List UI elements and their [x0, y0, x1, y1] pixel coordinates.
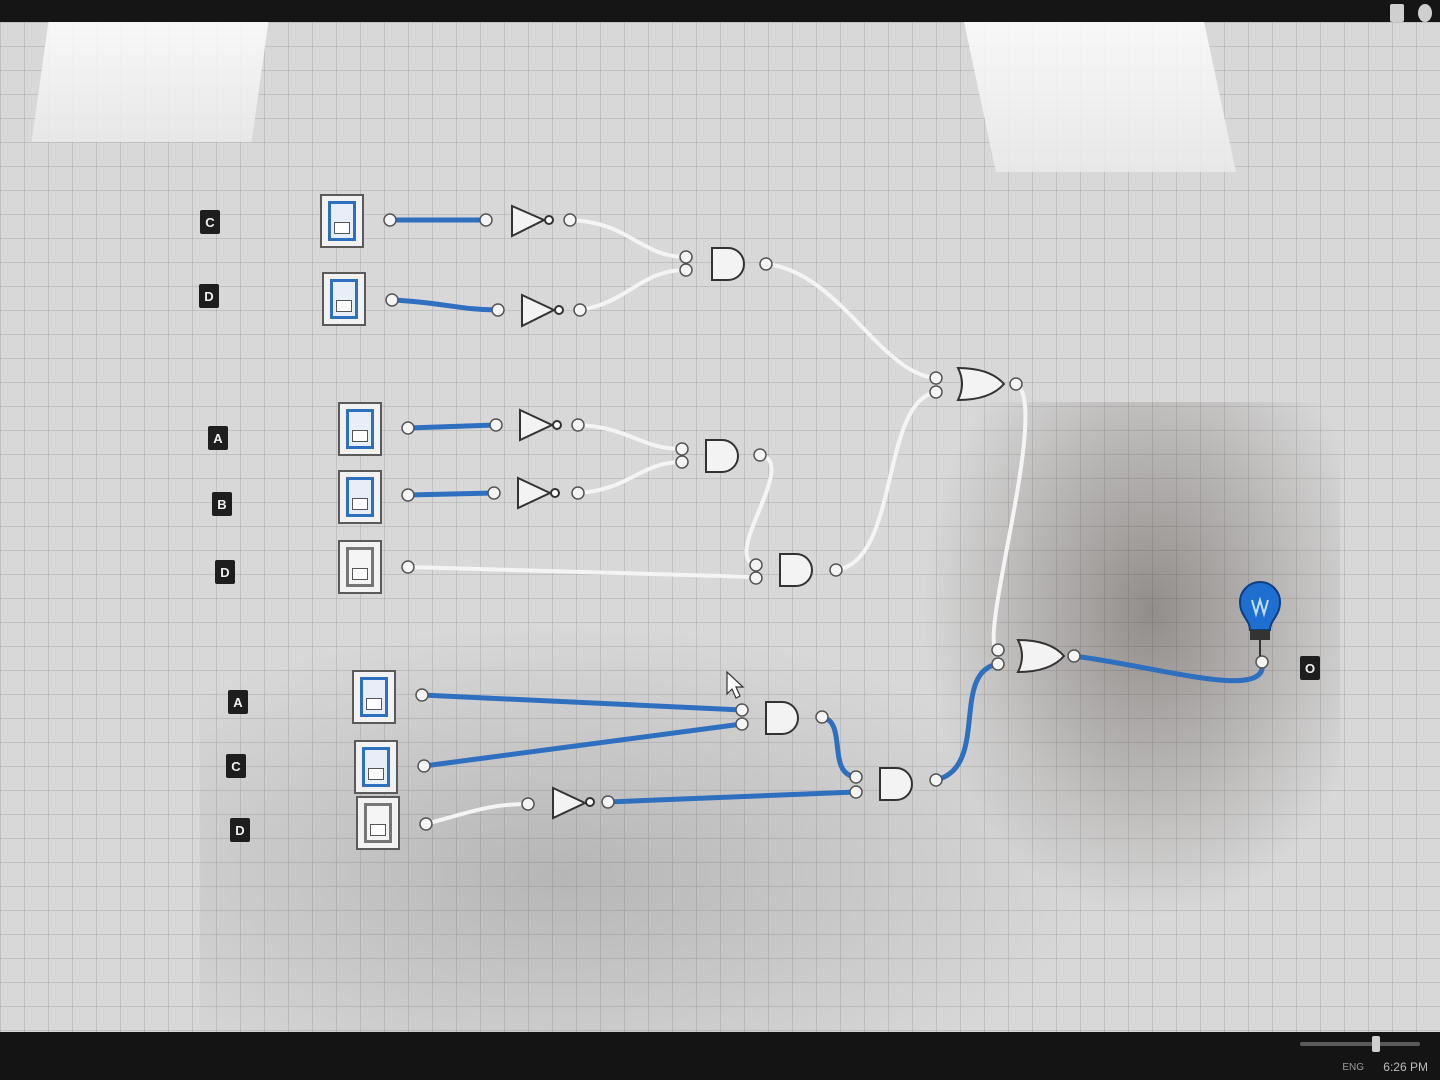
taskbar: ENG 6:26 PM: [0, 1032, 1440, 1080]
input-switch-d[interactable]: [338, 540, 382, 594]
or-gate[interactable]: [1016, 638, 1066, 674]
input-label-c: C: [226, 754, 246, 778]
wire[interactable]: [577, 460, 683, 495]
input-switch-c[interactable]: [354, 740, 398, 794]
wire[interactable]: [423, 721, 743, 769]
input-switch-d[interactable]: [322, 272, 366, 326]
input-switch-d[interactable]: [356, 796, 400, 850]
wire[interactable]: [407, 490, 495, 498]
wire[interactable]: [765, 262, 937, 380]
input-switch-c[interactable]: [320, 194, 364, 248]
lightbulb-icon[interactable]: [1238, 581, 1282, 656]
input-switch-b[interactable]: [338, 470, 382, 524]
wire[interactable]: [407, 422, 497, 431]
wire[interactable]: [407, 565, 757, 579]
circuit-diagram: [383, 204, 1282, 831]
wire[interactable]: [821, 714, 857, 780]
connection-nodes: [383, 213, 1269, 831]
not-gate[interactable]: [517, 476, 560, 510]
switch-toggle[interactable]: [346, 547, 374, 587]
clock[interactable]: 6:26 PM: [1383, 1060, 1428, 1074]
wire[interactable]: [935, 661, 999, 783]
and-gate[interactable]: [711, 247, 745, 281]
switch-toggle[interactable]: [362, 747, 390, 787]
wire[interactable]: [425, 802, 529, 826]
and-gate[interactable]: [705, 439, 739, 473]
switch-toggle[interactable]: [328, 201, 356, 241]
person-reflection: [920, 402, 1340, 922]
input-label-c: C: [200, 210, 220, 234]
input-label-a: A: [228, 690, 248, 714]
zoom-slider[interactable]: [1300, 1042, 1420, 1046]
canvas-area[interactable]: C D A B D A C D O: [0, 22, 1440, 1032]
wire[interactable]: [1073, 653, 1265, 684]
wire[interactable]: [835, 390, 937, 572]
input-label-a: A: [208, 426, 228, 450]
input-label-d: D: [199, 284, 219, 308]
not-gate[interactable]: [521, 293, 564, 328]
wire[interactable]: [607, 789, 857, 805]
not-gate[interactable]: [519, 408, 562, 442]
gear-icon[interactable]: [1418, 4, 1432, 22]
and-gate[interactable]: [879, 767, 913, 801]
wire[interactable]: [744, 453, 774, 567]
shadow-reflection: [200, 622, 1100, 1032]
or-gate[interactable]: [956, 366, 1006, 402]
zoom-slider-handle[interactable]: [1372, 1036, 1380, 1052]
output-label-o: O: [1300, 656, 1320, 680]
wire[interactable]: [391, 297, 499, 313]
switch-toggle[interactable]: [330, 279, 358, 319]
input-switch-a[interactable]: [352, 670, 396, 724]
wire[interactable]: [421, 692, 743, 713]
switch-toggle[interactable]: [346, 477, 374, 517]
language-indicator[interactable]: ENG: [1342, 1062, 1364, 1073]
wire[interactable]: [569, 218, 687, 259]
input-label-b: B: [212, 492, 232, 516]
page-icon[interactable]: [1390, 4, 1404, 22]
not-gate[interactable]: [552, 786, 595, 820]
and-gate[interactable]: [765, 701, 799, 735]
switch-toggle[interactable]: [364, 803, 392, 843]
mouse-cursor-icon: [726, 670, 745, 699]
wire[interactable]: [579, 268, 687, 312]
input-label-d: D: [215, 560, 235, 584]
switch-toggle[interactable]: [346, 409, 374, 449]
wire[interactable]: [991, 382, 1028, 652]
input-switch-a[interactable]: [338, 402, 382, 456]
switch-toggle[interactable]: [360, 677, 388, 717]
top-toolbar: [1390, 4, 1432, 22]
wire[interactable]: [577, 423, 683, 451]
and-gate[interactable]: [779, 553, 813, 587]
input-label-d: D: [230, 818, 250, 842]
not-gate[interactable]: [511, 204, 554, 238]
